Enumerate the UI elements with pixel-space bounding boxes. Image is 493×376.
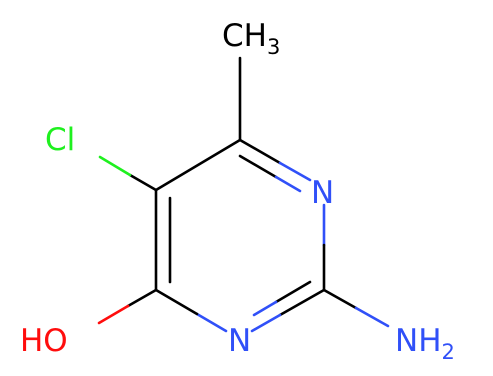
bond-c2-nh2-carbon-half: [322, 288, 358, 310]
bond-c6-n1-nitrogen-half: [278, 161, 312, 182]
hydroxyl-label: HO: [20, 323, 68, 359]
bond-c6-n1-carbon-half: [238, 138, 282, 165]
bond-c2-n3-nitrogen-half: [250, 313, 282, 333]
bond-n3-c4-carbon-half: [154, 288, 199, 316]
bond-c6-n1-inner-n: [274, 175, 302, 193]
chlorine-label: Cl: [45, 122, 75, 158]
bond-c5-c6: [154, 138, 242, 192]
methyl-label: CH3: [222, 18, 280, 59]
bond-c2-n3-carbon-half: [278, 288, 326, 317]
bond-c6-n1-inner: [238, 154, 278, 179]
bond-c2-nh2-nitrogen-half: [354, 306, 390, 328]
bond-c5-cl-carbon-half: [128, 173, 158, 192]
ring-nitrogen-lower-label: N: [228, 323, 251, 359]
bond-n3-c4-nitrogen-half: [195, 312, 228, 333]
bond-c2-n3-inner: [274, 280, 312, 304]
bond-c5-cl-chlorine-half: [98, 155, 132, 177]
bond-c2-n3-inner-n: [252, 300, 278, 317]
amino-label: NH2: [395, 323, 455, 364]
ring-nitrogen-upper-label: N: [311, 175, 334, 211]
bond-c4-oh-oxygen-half: [97, 304, 130, 325]
bond-c4-oh-carbon-half: [126, 288, 158, 308]
